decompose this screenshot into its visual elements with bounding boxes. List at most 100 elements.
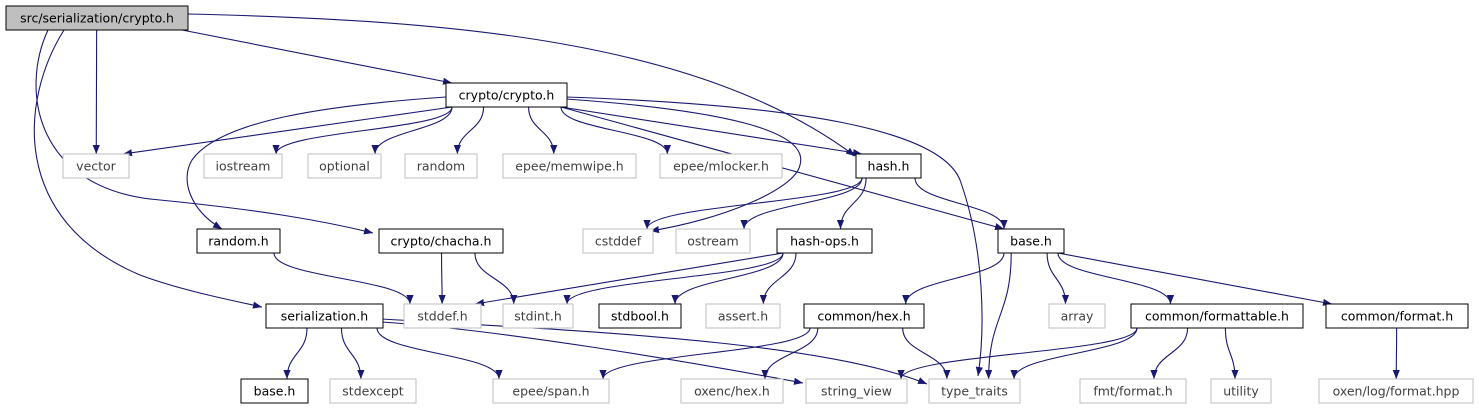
edge-crypto-to-memwipe (528, 106, 558, 155)
edge-commonhex-to-oxenchex (761, 327, 819, 380)
node-label-typetraits: type_traits (941, 384, 1008, 399)
node-formattable[interactable]: common/formattable.h (1130, 303, 1304, 329)
dependency-nodes: src/serialization/crypto.h crypto/crypto.… (5, 5, 1474, 404)
edge-crypto-to-hash (560, 106, 863, 157)
node-box-stdexcept (329, 378, 417, 404)
node-base[interactable]: base.h (997, 228, 1065, 254)
node-oxenlog: oxen/log/format.hpp (1318, 378, 1474, 404)
edge-hash-to-ostream (740, 177, 863, 230)
node-label-serialization: serialization.h (281, 309, 368, 324)
node-label-oxenlog: oxen/log/format.hpp (1333, 384, 1460, 399)
node-label-stdint: stdint.h (514, 309, 562, 324)
node-label-root: src/serialization/crypto.h (20, 11, 174, 26)
node-stringview: string_view (805, 378, 908, 404)
node-box-ostream (675, 228, 751, 254)
node-label-assert: assert.h (718, 309, 768, 324)
node-randomh[interactable]: random.h (196, 228, 281, 254)
node-box-baseh2 (240, 378, 309, 404)
edge-crypto-to-random (453, 106, 485, 155)
edge-formattable-to-utility (1224, 327, 1239, 380)
node-box-oxenlog (1318, 378, 1474, 404)
edge-base-to-format (1057, 252, 1333, 306)
node-iostream: iostream (203, 153, 283, 179)
node-crypto[interactable]: crypto/crypto.h (445, 82, 568, 108)
node-ostream: ostream (675, 228, 751, 254)
node-mlocker: epee/mlocker.h (659, 153, 783, 179)
node-box-format (1325, 303, 1469, 329)
node-label-chacha: crypto/chacha.h (391, 234, 492, 249)
node-label-vector: vector (76, 159, 117, 174)
edge-crypto-to-vector (122, 106, 453, 157)
edge-serialization-to-baseh2 (283, 327, 308, 380)
node-format[interactable]: common/format.h (1325, 303, 1469, 329)
node-oxenchex: oxenc/hex.h (680, 378, 784, 404)
node-chacha[interactable]: crypto/chacha.h (378, 228, 504, 254)
edge-base-to-formattable (1057, 252, 1175, 305)
node-box-span (492, 378, 610, 404)
node-baseh2[interactable]: base.h (240, 378, 309, 404)
node-box-memwipe (502, 153, 637, 179)
node-label-format: common/format.h (1341, 309, 1453, 324)
node-box-chacha (378, 228, 504, 254)
edge-hashops-to-assert (759, 252, 797, 305)
edge-commonhex-to-typetraits (902, 327, 951, 380)
node-box-array (1048, 303, 1106, 329)
node-box-formattable (1130, 303, 1304, 329)
node-root[interactable]: src/serialization/crypto.h (5, 5, 189, 31)
node-label-formattable: common/formattable.h (1145, 309, 1289, 324)
node-box-iostream (203, 153, 283, 179)
node-label-baseh2: base.h (254, 384, 296, 399)
node-fmtformat: fmt/format.h (1079, 378, 1187, 404)
edge-root-to-hash (187, 13, 856, 157)
node-box-mlocker (659, 153, 783, 179)
node-label-mlocker: epee/mlocker.h (673, 159, 769, 174)
node-hashops[interactable]: hash-ops.h (776, 228, 873, 254)
node-stddef: stddef.h (403, 303, 482, 329)
edge-formattable-to-stringview (897, 327, 1138, 380)
node-stdint: stdint.h (502, 303, 574, 329)
edge-serialization-to-span (376, 327, 503, 380)
node-label-cstddef: cstddef (595, 234, 642, 249)
edge-randomh-to-stddef (273, 252, 414, 305)
dependency-edges (33, 13, 1400, 385)
node-commonhex[interactable]: common/hex.h (803, 303, 925, 329)
edge-serialization-to-typetraits (381, 318, 928, 385)
node-label-hash: hash.h (868, 159, 910, 174)
edge-hashops-to-stdint (563, 252, 784, 305)
node-vector: vector (62, 153, 130, 179)
node-label-hashops: hash-ops.h (790, 234, 859, 249)
node-box-serialization (265, 303, 384, 329)
node-box-fmtformat (1079, 378, 1187, 404)
node-label-span: epee/span.h (512, 384, 589, 399)
node-label-random: random (417, 159, 465, 174)
edge-formattable-to-fmtformat (1150, 327, 1189, 380)
node-label-stdexcept: stdexcept (342, 384, 403, 399)
node-memwipe: epee/memwipe.h (502, 153, 637, 179)
node-stdbool[interactable]: stdbool.h (598, 303, 682, 329)
node-box-randomh (196, 228, 281, 254)
node-label-base: base.h (1010, 234, 1052, 249)
edge-serialization-to-stdexcept (340, 327, 365, 380)
node-hash[interactable]: hash.h (855, 153, 922, 179)
node-label-stdbool: stdbool.h (611, 309, 669, 324)
node-box-stringview (805, 378, 908, 404)
edge-base-to-typetraits (985, 252, 1012, 380)
node-label-utility: utility (1223, 384, 1259, 399)
edge-crypto-to-optional (371, 106, 453, 155)
node-label-iostream: iostream (216, 159, 271, 174)
edge-hashops-to-stdbool (671, 252, 784, 305)
node-box-typetraits (928, 378, 1021, 404)
edge-formattable-to-typetraits (1010, 327, 1138, 380)
edge-chacha-to-stdint (474, 252, 518, 305)
node-box-cstddef (582, 228, 654, 254)
node-label-oxenchex: oxenc/hex.h (694, 384, 770, 399)
edge-serialization-to-stringview (381, 321, 804, 385)
edge-commonhex-to-span (599, 327, 811, 380)
node-serialization[interactable]: serialization.h (265, 303, 384, 329)
node-random: random (404, 153, 478, 179)
node-label-stringview: string_view (821, 384, 892, 399)
node-box-root (5, 5, 189, 31)
node-box-vector (62, 153, 130, 179)
node-box-oxenchex (680, 378, 784, 404)
node-assert: assert.h (705, 303, 781, 329)
